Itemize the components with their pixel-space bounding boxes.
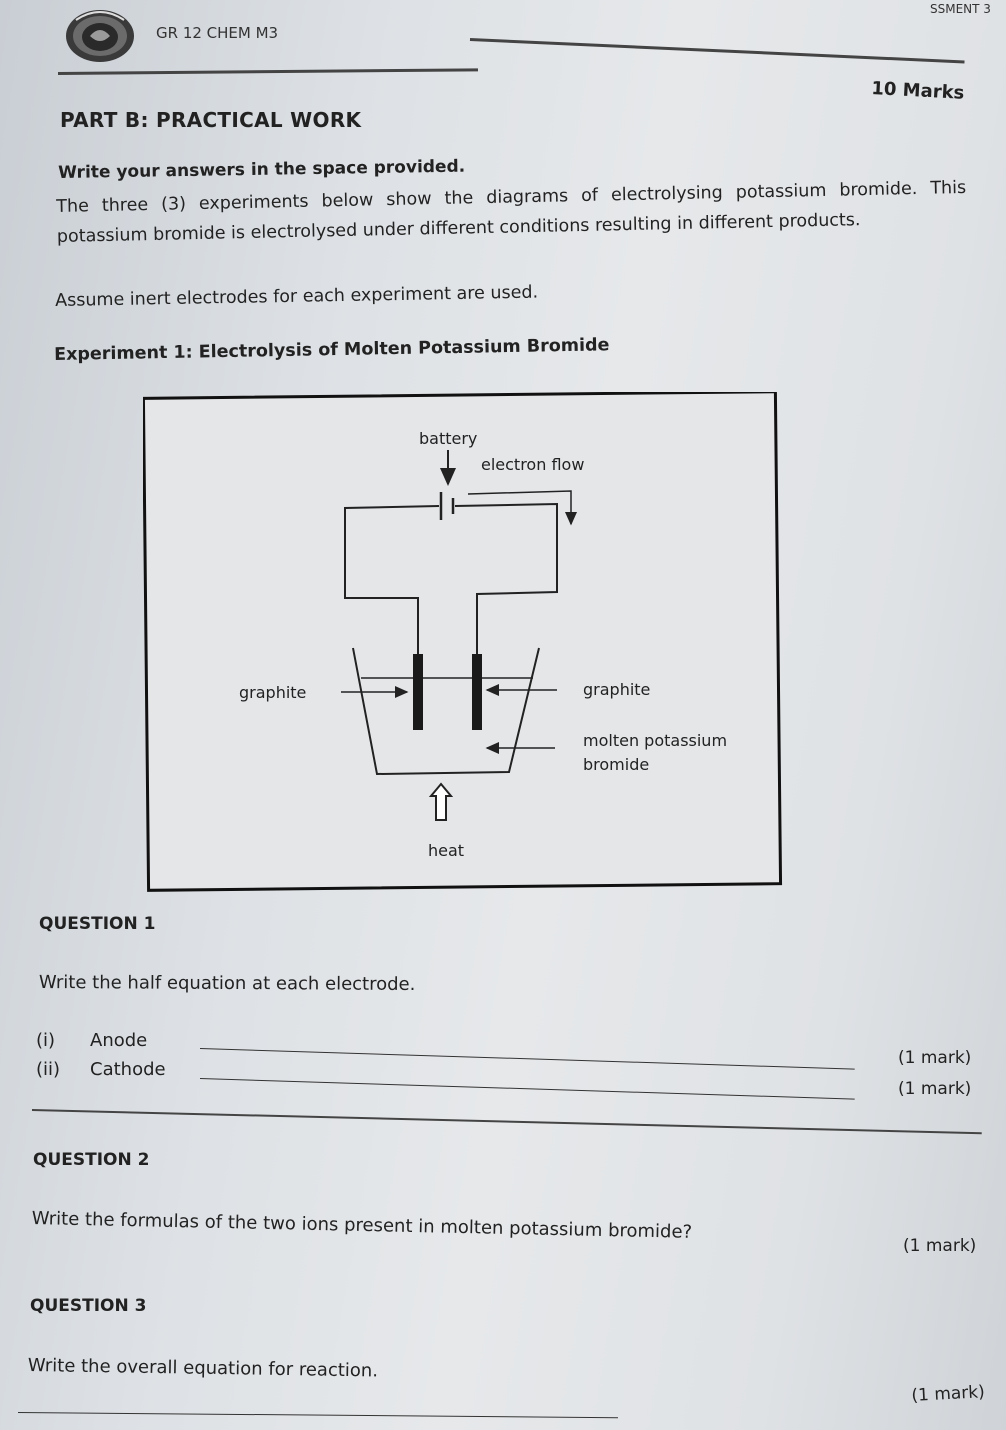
electrolysis-diagram: battery electron flow graphite graphite … — [141, 390, 783, 892]
question-2-text: Write the formulas of the two ions prese… — [31, 1208, 693, 1243]
question-3-text: Write the overall equation for reaction. — [27, 1355, 379, 1382]
question-2-mark: (1 mark) — [903, 1236, 977, 1256]
overall-equation-answer-line[interactable] — [17, 1412, 618, 1419]
question-3-title: QUESTION 3 — [30, 1296, 147, 1316]
container — [352, 647, 540, 776]
header-rule-right — [469, 38, 965, 64]
label-battery: battery — [419, 429, 477, 448]
q1-part-i-num: (i) — [36, 1030, 56, 1051]
course-code: GR 12 CHEM M3 — [156, 24, 279, 42]
header-rule-left — [57, 68, 478, 75]
section-divider — [31, 1109, 982, 1135]
label-electrolyte-line1: molten potassium — [583, 731, 727, 750]
part-title: PART B: PRACTICAL WORK — [60, 108, 362, 132]
q1-anode-label: Anode — [90, 1030, 148, 1051]
q1-part-ii-num: (ii) — [36, 1059, 61, 1080]
graphite-electrode-left — [413, 654, 423, 730]
question-2-title: QUESTION 2 — [33, 1150, 150, 1170]
anode-answer-line[interactable] — [199, 1048, 855, 1070]
question-1-title: QUESTION 1 — [39, 914, 156, 934]
instruction: Write your answers in the space provided… — [58, 156, 466, 183]
question-3-mark: (1 mark) — [911, 1382, 986, 1406]
heat-arrow — [428, 782, 454, 821]
q1-cathode-label: Cathode — [90, 1059, 166, 1080]
cathode-answer-line[interactable] — [199, 1078, 855, 1100]
label-electron-flow: electron flow — [481, 455, 584, 474]
intro-paragraph: The three (3) experiments below show the… — [56, 177, 967, 247]
label-graphite-right: graphite — [583, 680, 650, 699]
question-1-text: Write the half equation at each electrod… — [38, 972, 416, 995]
experiment-heading: Experiment 1: Electrolysis of Molten Pot… — [54, 335, 610, 365]
graphite-electrode-right — [472, 654, 482, 730]
label-heat: heat — [428, 841, 464, 860]
assumption-text: Assume inert electrodes for each experim… — [55, 282, 539, 311]
school-logo — [64, 6, 136, 64]
corner-assessment-text: SSMENT 3 — [930, 2, 991, 16]
label-graphite-left: graphite — [239, 683, 306, 702]
wire-left — [344, 505, 440, 662]
wire-right — [454, 502, 558, 662]
electron-flow-arrow — [467, 490, 577, 526]
label-electrolyte-line2: bromide — [583, 755, 649, 774]
total-marks: 10 Marks — [870, 78, 965, 104]
diagram-frame — [141, 390, 783, 892]
q1-part-i-mark: (1 mark) — [898, 1048, 972, 1068]
q1-part-ii-mark: (1 mark) — [898, 1079, 972, 1099]
